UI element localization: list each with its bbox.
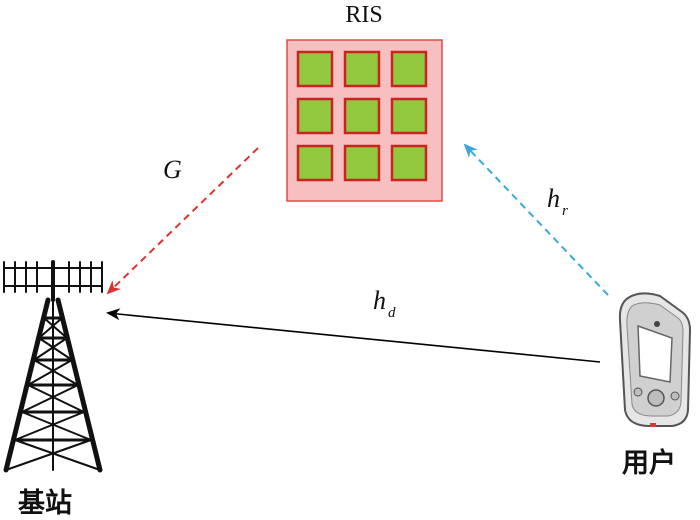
ris-label: RIS	[345, 2, 382, 28]
ris-element	[390, 50, 428, 88]
link-g-label: G	[163, 155, 182, 184]
link-hr-arrow	[463, 143, 609, 296]
link-hr-subscript: r	[562, 203, 568, 219]
ris-element	[296, 97, 334, 135]
link-hr-symbol: h	[547, 184, 560, 213]
mobile-phone-icon	[618, 292, 692, 427]
ris-element	[343, 97, 381, 135]
link-hd-label: h d	[373, 286, 396, 321]
ris-element	[296, 144, 334, 182]
ris-element	[343, 144, 381, 182]
user-label: 用户	[622, 447, 676, 479]
ris-element	[343, 50, 381, 88]
ris-element	[390, 144, 428, 182]
link-hd-subscript: d	[388, 305, 396, 321]
ris-element	[390, 97, 428, 135]
ris-element-grid	[296, 50, 428, 182]
base-station-tower-icon	[3, 260, 103, 473]
link-hd-symbol: h	[373, 286, 386, 315]
link-hr-label: h r	[547, 184, 568, 219]
ris-panel	[286, 39, 443, 202]
base-station-label: 基站	[18, 488, 72, 519]
link-hd-arrow	[106, 308, 601, 363]
link-g-arrow	[106, 147, 259, 295]
ris-element	[296, 50, 334, 88]
